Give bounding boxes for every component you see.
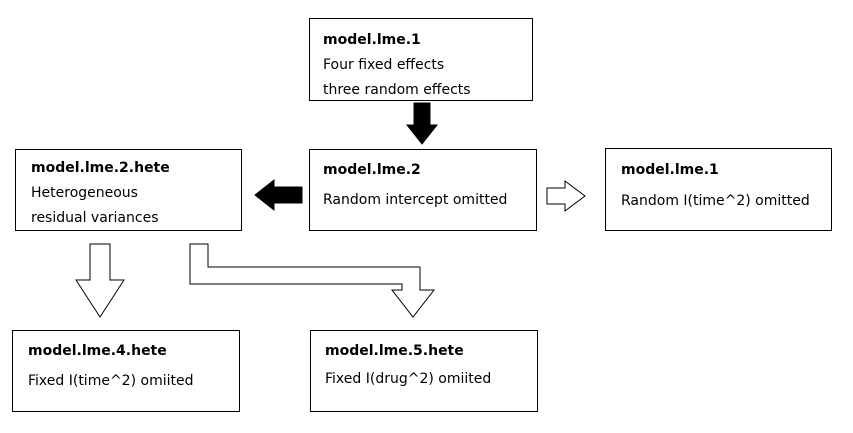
node-center-line-1: Random intercept omitted	[323, 192, 508, 208]
node-bottom-left: model.lme.4.hete Fixed I(time^2) omiited	[12, 330, 240, 412]
node-top: model.lme.1 Four fixed effects three ran…	[309, 18, 533, 101]
node-bottom-left-title: model.lme.4.hete	[28, 343, 167, 359]
node-right-title: model.lme.1	[621, 162, 719, 178]
node-left-title: model.lme.2.hete	[31, 160, 170, 176]
node-top-title: model.lme.1	[323, 32, 421, 48]
node-top-line-2: three random effects	[323, 82, 471, 98]
node-bottom-middle: model.lme.5.hete Fixed I(drug^2) omiited	[310, 330, 538, 412]
node-bottom-middle-title: model.lme.5.hete	[325, 343, 464, 359]
arrow-top-to-center	[405, 102, 439, 145]
node-center: model.lme.2 Random intercept omitted	[309, 149, 537, 231]
node-right: model.lme.1 Random I(time^2) omitted	[605, 148, 832, 231]
node-bottom-left-line-1: Fixed I(time^2) omiited	[28, 373, 194, 389]
node-left-line-2: residual variances	[31, 210, 159, 226]
arrow-center-to-left	[254, 178, 303, 212]
arrow-left-to-bottom-left	[75, 243, 125, 318]
node-bottom-middle-line-1: Fixed I(drug^2) omiited	[325, 371, 492, 387]
node-center-title: model.lme.2	[323, 162, 421, 178]
node-right-line-1: Random I(time^2) omitted	[621, 193, 810, 209]
node-left-line-1: Heterogeneous	[31, 185, 138, 201]
node-top-line-1: Four fixed effects	[323, 57, 445, 73]
arrow-center-to-right	[546, 180, 586, 212]
arrow-left-to-bottom-middle	[189, 243, 436, 318]
node-left: model.lme.2.hete Heterogeneous residual …	[15, 149, 242, 231]
